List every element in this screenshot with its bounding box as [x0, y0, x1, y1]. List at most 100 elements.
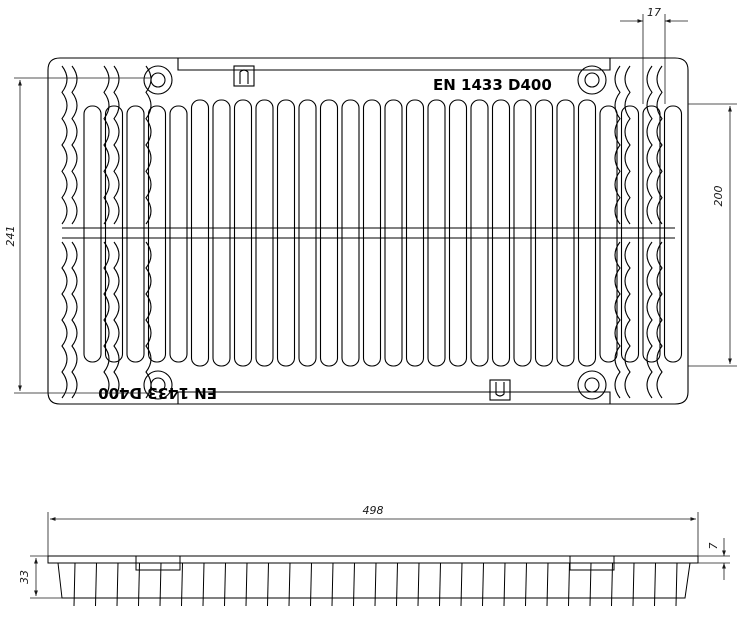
side-rib — [138, 562, 140, 607]
wave-rib — [646, 241, 653, 399]
side-rib — [525, 562, 527, 607]
dimension-7-label: 7 — [707, 543, 720, 550]
wave-rib — [614, 65, 621, 225]
side-rib — [568, 562, 570, 607]
side-rib — [202, 562, 205, 607]
grate-bar — [341, 99, 360, 367]
dimension-17 — [620, 14, 688, 104]
side-rib — [417, 562, 420, 607]
grate-bar — [384, 99, 403, 367]
grate-bar — [534, 99, 554, 367]
dimension-33 — [30, 555, 62, 599]
bolt-hole-bottom-left — [143, 370, 173, 400]
side-rib — [288, 562, 291, 607]
wave-rib — [646, 65, 653, 225]
grate-bar — [233, 99, 253, 367]
wave-rib — [624, 241, 631, 399]
dimension-200-label: 200 — [712, 186, 725, 207]
wave-rib — [103, 65, 110, 225]
dimension-498 — [47, 512, 699, 556]
side-rib — [396, 562, 398, 607]
side-rib — [460, 562, 463, 607]
side-rib — [546, 562, 549, 607]
grate-bar — [427, 99, 446, 367]
side-rib — [310, 562, 312, 607]
grate-bar — [642, 105, 661, 363]
center-plate-top — [177, 58, 611, 71]
lock-symbol-top — [233, 65, 255, 87]
top-view — [47, 57, 689, 405]
side-rib — [73, 562, 76, 607]
lock-symbol-bottom — [489, 379, 511, 401]
end-wave-ribs — [61, 65, 663, 399]
bolt-hole-bottom-right — [577, 370, 607, 400]
bolt-hole-top-left — [143, 65, 173, 95]
grate-bar — [577, 99, 597, 367]
wave-rib — [145, 65, 152, 225]
dimension-200 — [688, 103, 737, 367]
grate-bar — [448, 99, 468, 367]
side-rib — [654, 562, 656, 607]
side-rib — [611, 562, 613, 607]
wave-rib — [624, 65, 631, 225]
wave-rib — [656, 241, 663, 399]
grate-bar — [620, 105, 640, 363]
side-rib — [439, 562, 441, 607]
grate-bar — [556, 99, 575, 367]
grate-bar — [83, 105, 102, 363]
wave-rib — [61, 241, 68, 399]
wave-rib — [103, 241, 110, 399]
grate-bars — [83, 99, 683, 367]
side-rib — [116, 562, 119, 607]
side-rib — [224, 562, 226, 607]
side-body — [57, 562, 691, 599]
dimension-241 — [14, 77, 150, 394]
side-rib — [482, 562, 484, 607]
wave-rib — [145, 241, 152, 399]
grate-bar — [513, 99, 532, 367]
side-rib — [353, 562, 355, 607]
side-rib — [245, 562, 248, 607]
wave-rib — [61, 65, 68, 225]
side-ribs — [73, 562, 678, 607]
wave-rib — [71, 241, 78, 399]
side-rib — [374, 562, 377, 607]
center-plate-bottom — [177, 391, 611, 404]
side-rib — [159, 562, 162, 607]
grate-bar — [491, 99, 511, 367]
side-rib — [331, 562, 334, 607]
grate-bar — [319, 99, 339, 367]
dimension-33-label: 33 — [18, 570, 31, 584]
grate-bar — [255, 99, 274, 367]
grate-bar — [405, 99, 425, 367]
dimension-498-label: 498 — [363, 504, 384, 517]
grate-bar — [212, 99, 231, 367]
side-view — [47, 555, 699, 607]
grate-bar — [599, 105, 618, 363]
side-rib — [589, 562, 592, 607]
dimension-17-label: 17 — [647, 6, 661, 19]
wave-rib — [113, 65, 120, 225]
marking-bottom: EN 1433 D400 — [98, 384, 217, 402]
side-rib — [267, 562, 269, 607]
dimension-7 — [698, 538, 730, 580]
grate-bar — [169, 105, 188, 363]
side-recess-left — [135, 556, 181, 571]
side-rib — [181, 562, 183, 607]
side-rib — [632, 562, 635, 607]
side-recess-right — [569, 556, 615, 571]
wave-rib — [71, 65, 78, 225]
bolt-hole-top-right — [577, 65, 607, 95]
side-rib — [675, 562, 678, 607]
side-rib — [503, 562, 506, 607]
grate-bar — [104, 105, 124, 363]
grate-bar — [362, 99, 382, 367]
side-top-plate — [47, 555, 699, 564]
grate-bar — [276, 99, 296, 367]
grate-bar — [147, 105, 167, 363]
grate-bar — [126, 105, 145, 363]
grate-bar — [663, 105, 683, 363]
wave-rib — [113, 241, 120, 399]
marking-top: EN 1433 D400 — [433, 76, 552, 94]
